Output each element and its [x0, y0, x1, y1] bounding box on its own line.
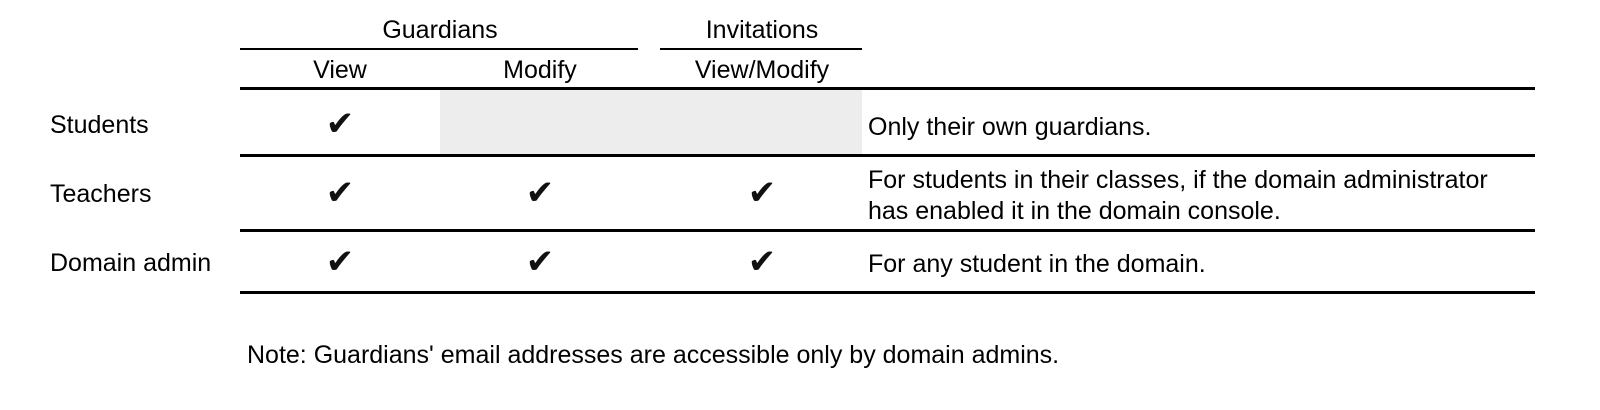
check-domain-admin-invitations-view-modify: ✔ — [747, 242, 777, 282]
check-domain-admin-guardians-modify: ✔ — [525, 242, 555, 282]
column-header-modify: Modify — [503, 56, 577, 84]
check-teachers-invitations-view-modify: ✔ — [747, 173, 777, 213]
row-label-teachers: Teachers — [50, 180, 152, 208]
row-description-students: Only their own guardians. — [868, 113, 1152, 141]
column-header-view-modify: View/Modify — [694, 56, 830, 84]
footer-note: Note: Guardians' email addresses are acc… — [247, 341, 1060, 369]
header-bottom-rule — [240, 87, 1535, 90]
row-description-teachers: For students in their classes, if the do… — [868, 166, 1488, 225]
row-label-students: Students — [50, 111, 149, 139]
check-students-guardians-view: ✔ — [325, 104, 355, 144]
group-rule-guardians — [240, 48, 638, 50]
row-label-domain-admin: Domain admin — [50, 249, 212, 277]
check-teachers-guardians-view: ✔ — [325, 173, 355, 213]
column-group-header-guardians: Guardians — [382, 16, 498, 44]
group-rule-invitations — [660, 48, 862, 50]
row-description-domain-admin: For any student in the domain. — [868, 250, 1206, 278]
column-header-view: View — [313, 56, 367, 84]
check-teachers-guardians-modify: ✔ — [525, 173, 555, 213]
row-rule-after-teachers — [240, 229, 1535, 232]
table-bottom-rule — [240, 291, 1535, 294]
column-group-header-invitations: Invitations — [705, 16, 819, 44]
check-domain-admin-guardians-view: ✔ — [325, 242, 355, 282]
shaded-cell-students — [440, 90, 862, 154]
row-rule-after-students — [240, 154, 1535, 157]
